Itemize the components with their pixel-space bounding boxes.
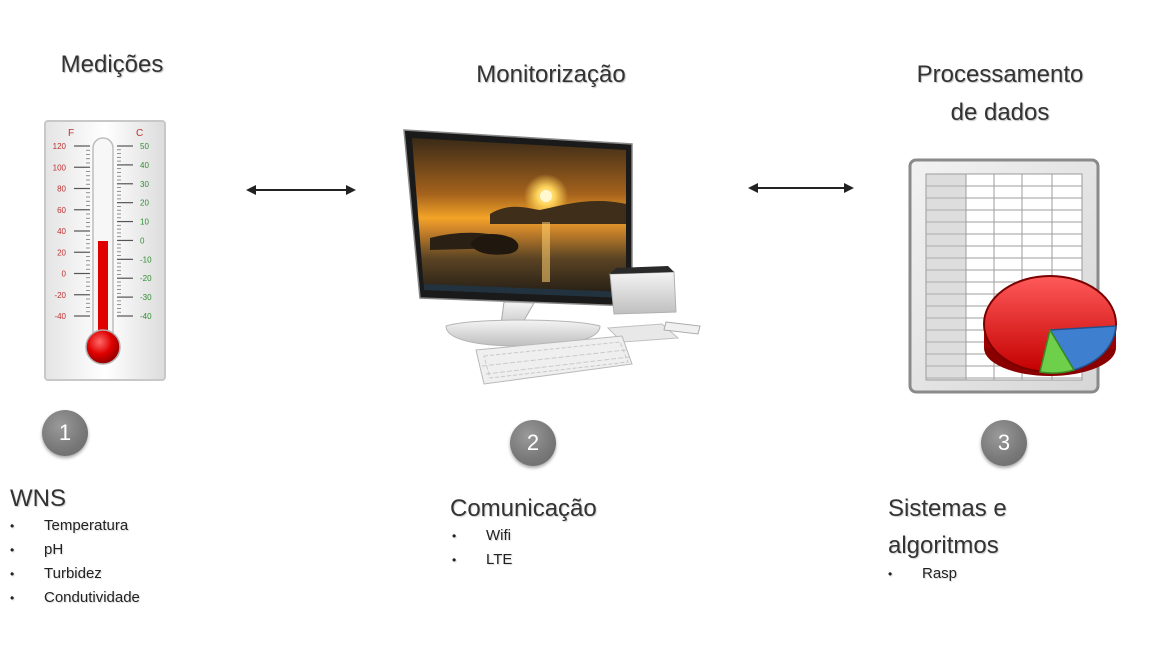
celsius-tick-label: 10 (140, 218, 149, 227)
scale-c-label: C (136, 128, 143, 139)
fahrenheit-tick-label: 100 (53, 163, 67, 172)
step-3-list: Rasp (888, 562, 957, 586)
step-3-circle: 3 (981, 420, 1027, 466)
fahrenheit-tick-label: -40 (54, 312, 66, 321)
fahrenheit-tick-label: -20 (54, 291, 66, 300)
fahrenheit-tick-label: 40 (57, 227, 66, 236)
celsius-tick-label: 50 (140, 142, 149, 151)
step-1-title-line: WNS (10, 485, 66, 512)
fahrenheit-tick-label: 0 (62, 270, 67, 279)
list-item: Turbidez (10, 562, 140, 586)
thermometer-icon: F C 120100806040200-20-4050403020100-10-… (44, 120, 166, 381)
step-2-title-line: Comunicação (450, 495, 597, 522)
fahrenheit-tick-label: 120 (53, 142, 67, 151)
double-arrow-icon (748, 183, 854, 193)
step-2-circle: 2 (510, 420, 556, 466)
step-1-list: Temperatura pH Turbidez Condutividade (10, 514, 140, 610)
computer-icon (403, 129, 701, 385)
celsius-tick-label: 20 (140, 199, 149, 208)
list-item: pH (10, 538, 140, 562)
heading-monitorizacao: Monitorização (448, 56, 654, 94)
step-2-list: Wifi LTE (452, 524, 512, 572)
step-2-title: Comunicação (450, 490, 597, 527)
fahrenheit-tick-label: 20 (57, 248, 66, 257)
celsius-tick-label: -20 (140, 274, 152, 283)
heading-monitorizacao-text: Monitorização (476, 61, 626, 88)
heading-medicoes: Medições (40, 46, 184, 84)
scale-f-label: F (68, 128, 74, 139)
sheet-header-column (925, 173, 967, 381)
heading-processamento: Processamento de dados (898, 56, 1102, 132)
step-1-circle: 1 (42, 410, 88, 456)
step-3-title-line: algoritmos (888, 532, 999, 559)
spreadsheet-pie-chart-icon (908, 158, 1117, 394)
celsius-tick-label: 40 (140, 161, 149, 170)
celsius-tick-label: 0 (140, 236, 145, 245)
list-item: Wifi (452, 524, 512, 548)
fahrenheit-tick-label: 60 (57, 206, 66, 215)
celsius-tick-label: -40 (140, 312, 152, 321)
list-item: Rasp (888, 562, 957, 586)
celsius-tick-label: -30 (140, 293, 152, 302)
celsius-tick-label: 30 (140, 180, 149, 189)
step-3-title-line: Sistemas e (888, 495, 1007, 522)
step-1-title: WNS (10, 480, 66, 517)
heading-processamento-line1: Processamento (916, 61, 1084, 88)
fahrenheit-tick-label: 80 (57, 185, 66, 194)
step-3-title: Sistemas e algoritmos (888, 490, 1007, 564)
double-arrow-icon (246, 185, 356, 195)
heading-processamento-line2: de dados (950, 99, 1050, 126)
list-item: Condutividade (10, 586, 140, 610)
list-item: LTE (452, 548, 512, 572)
celsius-tick-label: -10 (140, 255, 152, 264)
list-item: Temperatura (10, 514, 140, 538)
heading-medicoes-text: Medições (60, 51, 164, 78)
